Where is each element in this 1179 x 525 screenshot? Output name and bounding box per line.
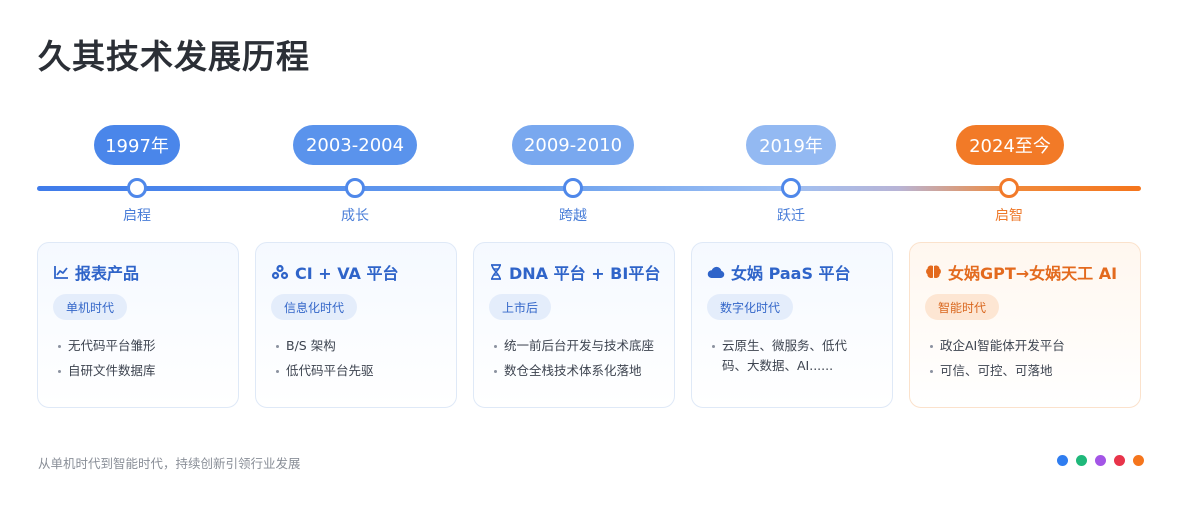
bullet-item: B/S 架构	[276, 336, 444, 356]
card-heading: 女娲 PaaS 平台	[731, 264, 851, 283]
timeline-node-4	[781, 178, 801, 198]
dot-red	[1114, 455, 1125, 466]
cloud-icon	[707, 266, 725, 278]
year-pill-2003: 2003-2004	[293, 125, 417, 165]
color-dots	[1057, 455, 1144, 466]
stage-label-4: 跃迁	[777, 208, 805, 224]
year-pill-2009: 2009-2010	[512, 125, 634, 165]
card-paas-platform: 女娲 PaaS 平台 数字化时代 云原生、微服务、低代码、大数据、AI.....…	[691, 242, 893, 408]
timeline-node-5	[999, 178, 1019, 198]
stage-label-5: 启智	[995, 208, 1023, 224]
card-heading: DNA 平台 + BI平台	[509, 264, 661, 283]
card-dna-bi-platform: DNA 平台 + BI平台 上市后 统一前后台开发与技术底座 数仓全栈技术体系化…	[473, 242, 675, 408]
card-heading: 女娲GPT→女娲天工 AI	[948, 264, 1118, 283]
timeline-node-2	[345, 178, 365, 198]
dot-blue	[1057, 455, 1068, 466]
year-pill-1997: 1997年	[94, 125, 180, 165]
dot-orange	[1133, 455, 1144, 466]
bullet-list: 云原生、微服务、低代码、大数据、AI......	[712, 336, 880, 381]
bullet-item: 低代码平台先驱	[276, 361, 444, 381]
card-report-product: 报表产品 单机时代 无代码平台雏形 自研文件数据库	[37, 242, 239, 408]
stage-label-2: 成长	[341, 208, 369, 224]
bullet-item: 政企AI智能体开发平台	[930, 336, 1128, 356]
bullet-list: B/S 架构 低代码平台先驱	[276, 336, 444, 386]
bullet-item: 云原生、微服务、低代码、大数据、AI......	[712, 336, 862, 376]
bullet-item: 无代码平台雏形	[58, 336, 226, 356]
bullet-item: 数仓全栈技术体系化落地	[494, 361, 662, 381]
cubes-icon	[271, 264, 289, 280]
dot-green	[1076, 455, 1087, 466]
bullet-list: 统一前后台开发与技术底座 数仓全栈技术体系化落地	[494, 336, 662, 386]
chart-line-icon	[54, 266, 68, 279]
dot-purple	[1095, 455, 1106, 466]
bullet-item: 可信、可控、可落地	[930, 361, 1128, 381]
timeline-line	[37, 186, 1141, 191]
era-tag: 智能时代	[925, 294, 1000, 320]
bullet-list: 政企AI智能体开发平台 可信、可控、可落地	[930, 336, 1128, 386]
year-pill-2019: 2019年	[746, 125, 836, 165]
era-tag: 单机时代	[53, 294, 128, 320]
bullet-item: 自研文件数据库	[58, 361, 226, 381]
card-ci-va-platform: CI + VA 平台 信息化时代 B/S 架构 低代码平台先驱	[255, 242, 457, 408]
year-pill-2024: 2024至今	[956, 125, 1064, 165]
card-heading: 报表产品	[75, 264, 140, 283]
era-tag: 信息化时代	[271, 294, 358, 320]
bullet-list: 无代码平台雏形 自研文件数据库	[58, 336, 226, 386]
timeline-node-3	[563, 178, 583, 198]
card-gpt-ai: 女娲GPT→女娲天工 AI 智能时代 政企AI智能体开发平台 可信、可控、可落地	[909, 242, 1141, 408]
dna-icon	[491, 264, 501, 280]
card-heading: CI + VA 平台	[295, 264, 399, 283]
era-tag: 数字化时代	[707, 294, 794, 320]
bullet-item: 统一前后台开发与技术底座	[494, 336, 662, 356]
timeline-node-1	[127, 178, 147, 198]
stage-label-1: 启程	[123, 208, 151, 224]
era-tag: 上市后	[489, 294, 552, 320]
stage-label-3: 跨越	[559, 208, 587, 224]
footer-tagline: 从单机时代到智能时代，持续创新引领行业发展	[38, 456, 301, 471]
page-title: 久其技术发展历程	[38, 37, 310, 76]
brain-icon	[926, 265, 941, 278]
